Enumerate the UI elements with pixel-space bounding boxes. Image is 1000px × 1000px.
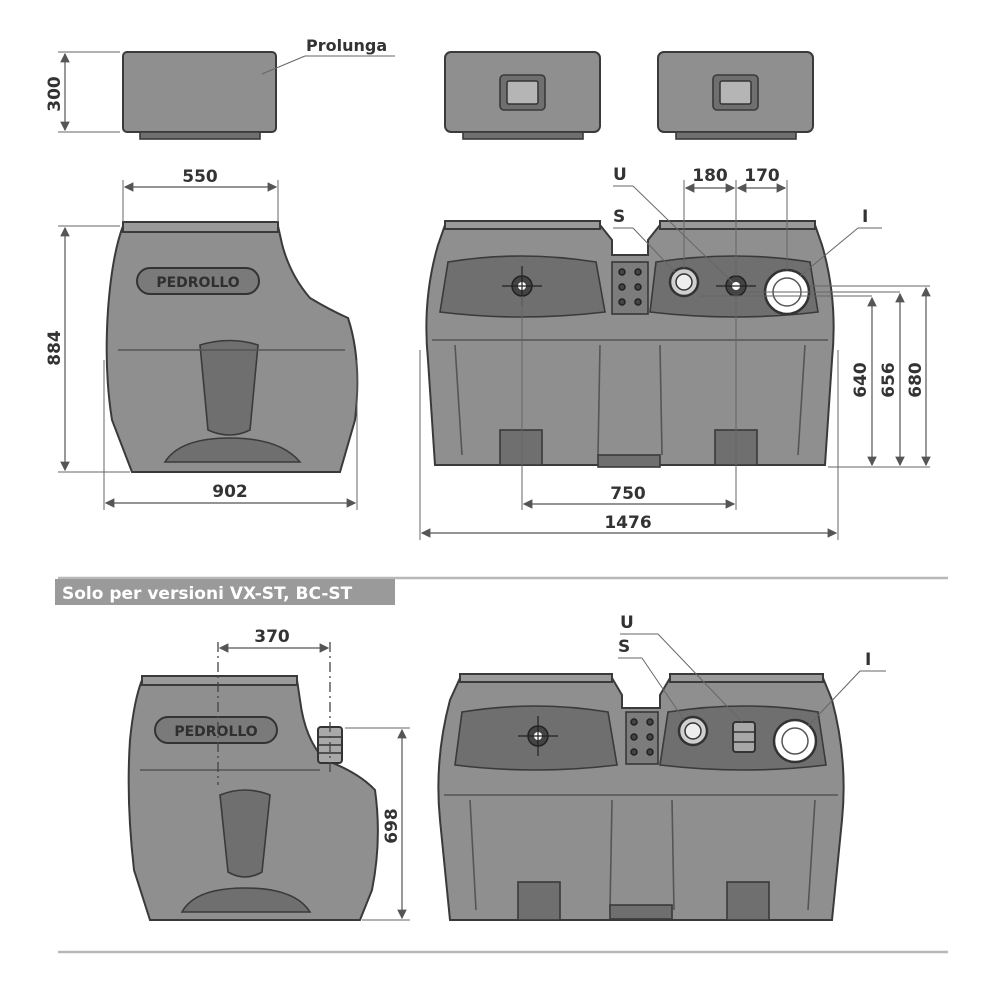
- width-dimensions: 750 1476: [419, 296, 839, 540]
- port-spacing-dimensions: 180 170: [683, 166, 788, 276]
- section-banner: Solo per versioni VX-ST, BC-ST: [55, 576, 948, 605]
- vx-port-s: [677, 715, 709, 747]
- vx-height-dimension: 698: [345, 727, 410, 921]
- logo-text: PEDROLLO: [156, 275, 239, 291]
- vx-label-s-callout: S: [618, 637, 685, 721]
- side-depth-dimension: 902: [103, 360, 358, 510]
- vx-port-u: [732, 721, 756, 753]
- side-height-dimension: 884: [45, 225, 130, 473]
- vx-label-u-callout: U: [620, 613, 743, 723]
- dim-698-text: 698: [382, 808, 402, 844]
- extension-front-left: [444, 51, 601, 140]
- logo-text-bottom: PEDROLLO: [174, 724, 257, 740]
- dim-884-text: 884: [45, 330, 65, 366]
- port-height-dimensions: 640 656 680: [700, 285, 931, 468]
- prolunga-callout: Prolunga: [261, 36, 395, 75]
- dim-680-text: 680: [906, 362, 926, 398]
- section-banner-text: Solo per versioni VX-ST, BC-ST: [62, 584, 353, 604]
- dim-170-text: 170: [744, 166, 780, 186]
- dim-370-text: 370: [254, 627, 290, 647]
- prolunga-label: Prolunga: [306, 36, 387, 55]
- label-s: S: [613, 207, 625, 227]
- extension-height-dimension: 300: [45, 51, 120, 133]
- tank-front-view: [425, 220, 835, 468]
- side-width-dimension: 550: [122, 167, 279, 222]
- dim-902-text: 902: [212, 482, 248, 502]
- label-s-bottom: S: [618, 637, 630, 657]
- dim-300-text: 300: [45, 76, 65, 112]
- dim-1476-text: 1476: [604, 513, 651, 533]
- dim-640-text: 640: [851, 362, 871, 398]
- vx-port-i: [772, 718, 818, 764]
- vx-front-view: [437, 673, 845, 921]
- tank-side-view: PEDROLLO: [105, 221, 359, 473]
- pedrollo-logo: PEDROLLO: [136, 267, 260, 295]
- dim-550-text: 550: [182, 167, 218, 187]
- extension-side: [122, 51, 277, 140]
- vx-offset-dimension: 370: [218, 627, 330, 653]
- label-i: I: [862, 207, 868, 227]
- pedrollo-logo-bottom: PEDROLLO: [154, 716, 278, 744]
- label-u: U: [613, 165, 627, 185]
- port-s: [668, 266, 700, 298]
- label-i-bottom: I: [865, 650, 871, 670]
- vx-label-i-callout: I: [807, 650, 886, 727]
- dim-750-text: 750: [610, 484, 646, 504]
- label-i-callout: I: [799, 207, 882, 277]
- extension-front-right: [657, 51, 814, 140]
- label-u-bottom: U: [620, 613, 634, 633]
- label-u-callout: U: [613, 165, 734, 284]
- dim-180-text: 180: [692, 166, 728, 186]
- vx-front-left-inlet: [518, 716, 558, 756]
- vx-side-view: PEDROLLO: [127, 642, 379, 921]
- label-s-callout: S: [613, 207, 676, 273]
- dim-656-text: 656: [879, 362, 899, 398]
